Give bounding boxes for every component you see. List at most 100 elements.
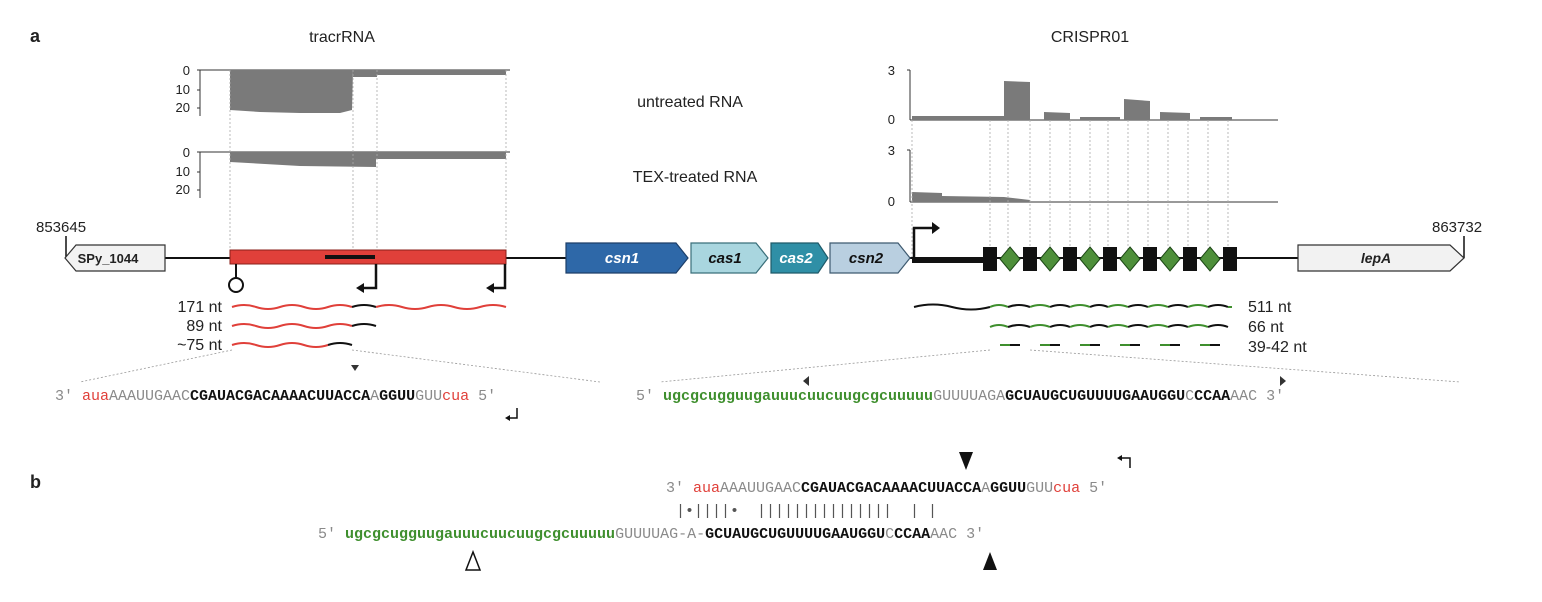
- sequence-segment: GUUUUAGA: [933, 388, 1005, 405]
- crispr-title: CRISPR01: [1051, 29, 1129, 46]
- spacer: [1159, 246, 1181, 272]
- tick-0: 0: [888, 112, 895, 127]
- repeat: [1223, 247, 1237, 271]
- sequence-segment: 5': [469, 388, 496, 405]
- tracr-sequence-a: 3' auaAAAUUGAACCGAUACGACAAAACUUACCAAGGUU…: [55, 388, 496, 405]
- seq-b-top: 3' auaAAAUUGAACCGAUACGACAAAACUUACCAAGGUU…: [666, 480, 1107, 497]
- tex-label: TEX-treated RNA: [633, 169, 758, 186]
- sequence-segment: GUU: [1026, 480, 1053, 497]
- coverage-peak-1: [230, 152, 376, 167]
- sequence-segment: CGAUACGACAAAACUUACCA: [801, 480, 981, 497]
- sequence-segment: C: [1185, 388, 1194, 405]
- sequence-segment: 5': [1080, 480, 1107, 497]
- sequence-segment: GCUAUGCUGUUUUGAAUGGU: [705, 526, 885, 543]
- cleavage-marker-icon: [1280, 376, 1286, 386]
- sequence-segment: AAC 3': [1230, 388, 1284, 405]
- transcript-label: 171 nt: [178, 299, 223, 316]
- tick-0: 0: [183, 145, 190, 160]
- tracr-tex-coverage: 0 10 20: [176, 145, 510, 198]
- crispr-array: [983, 246, 1237, 272]
- crispr-sequence-a: 5' ugcgcugguugauuucuucuugcgcuuuuuGUUUUAG…: [636, 388, 1284, 405]
- repeat: [1183, 247, 1197, 271]
- tracr-title: tracrRNA: [309, 29, 375, 46]
- sequence-segment: AAAUUGAAC: [109, 388, 190, 405]
- panel-label-b: b: [30, 472, 41, 492]
- cleavage-marker-icon: [351, 365, 359, 371]
- panel-label-a: a: [30, 26, 41, 46]
- coverage-peak-1: [230, 70, 353, 113]
- sequence-segment: cua: [442, 388, 469, 405]
- tick-20: 20: [176, 182, 190, 197]
- gene-cas2: cas2: [770, 242, 829, 274]
- terminator-icon: [228, 264, 244, 293]
- gene-label: cas1: [708, 250, 741, 267]
- seq-b-bottom: 5' ugcgcugguugauuucuucuugcgcuuuuuGUUUUAG…: [318, 526, 984, 543]
- gene-spy1044: SPy_1044: [64, 244, 166, 272]
- gene-label: lepA: [1361, 250, 1391, 266]
- tick-0: 0: [888, 194, 895, 209]
- sequence-segment: CCAA: [1194, 388, 1230, 405]
- sequence-segment: ugcgcugguugauuucuucuugcgcuuuuu: [345, 526, 615, 543]
- gene-label: SPy_1044: [78, 251, 139, 266]
- crispr-untreated-coverage: 3 0: [888, 63, 1278, 127]
- transcript-label: 39-42 nt: [1248, 339, 1307, 356]
- gene-label: cas2: [779, 250, 813, 267]
- transcript-label: 89 nt: [186, 318, 222, 335]
- gene-label: csn2: [849, 250, 884, 267]
- sequence-segment: AAC 3': [930, 526, 984, 543]
- gene-label: csn1: [605, 250, 639, 267]
- sequence-segment: ugcgcugguugauuucuucuugcgcuuuuu: [663, 388, 933, 405]
- gene-lepa: lepA: [1297, 244, 1465, 272]
- promoter-arrow-icon: [508, 408, 518, 419]
- guide-lines: [229, 70, 1229, 258]
- sequence-segment: GCUAUGCUGUUUUGAAUGGU: [1005, 388, 1185, 405]
- sequence-segment: GGUU: [379, 388, 415, 405]
- gene-csn1: csn1: [565, 242, 689, 274]
- coord-left: 853645: [36, 219, 86, 236]
- gene-csn2: csn2: [829, 242, 911, 274]
- crispr-transcripts: [913, 303, 1232, 346]
- tick-3: 3: [888, 63, 895, 78]
- tick-3: 3: [888, 143, 895, 158]
- untreated-label: untreated RNA: [637, 94, 743, 111]
- transcript-label: 511 nt: [1248, 299, 1292, 316]
- sequence-segment: AAAUUGAAC: [720, 480, 801, 497]
- sequence-segment: 3': [55, 388, 82, 405]
- coverage-peak-3: [377, 70, 506, 75]
- coverage-peak: [1004, 81, 1030, 120]
- sequence-segment: cua: [1053, 480, 1080, 497]
- promoter-arrow-icon: [912, 226, 934, 258]
- tick-10: 10: [176, 164, 190, 179]
- coverage-peak: [1124, 99, 1150, 120]
- transcript-label: 66 nt: [1248, 319, 1284, 336]
- coverage-peak-2: [376, 152, 506, 159]
- repeat: [983, 247, 997, 271]
- cleavage-arrowhead-icon: [983, 552, 997, 570]
- cleavage-arrowhead-icon: [959, 452, 973, 470]
- sequence-segment: GUU: [415, 388, 442, 405]
- crispr-tex-coverage: 3 0: [888, 143, 1278, 209]
- seq-b-pairing: |•||||• ||||||||||||||| | |: [676, 503, 937, 520]
- spacer: [1119, 246, 1141, 272]
- sequence-segment: CGAUACGACAAAACUUACCA: [190, 388, 370, 405]
- repeat: [1063, 247, 1077, 271]
- gene-cas1: cas1: [690, 242, 769, 274]
- sequence-segment: aua: [693, 480, 720, 497]
- spacer: [1079, 246, 1101, 272]
- coverage-peak: [912, 192, 1030, 202]
- repeat: [1023, 247, 1037, 271]
- sequence-segment: 5': [636, 388, 663, 405]
- tracr-untreated-coverage: 0 10 20: [176, 63, 510, 116]
- sequence-segment: aua: [82, 388, 109, 405]
- zoom-lines: [79, 349, 1461, 383]
- promoter-arrow-icon: [1120, 457, 1131, 468]
- spacer: [1199, 246, 1221, 272]
- promoter-arrow-icon: [360, 264, 378, 290]
- sequence-segment: CCAA: [894, 526, 930, 543]
- repeat: [1103, 247, 1117, 271]
- tick-0: 0: [183, 63, 190, 78]
- cleavage-marker-icon: [803, 376, 809, 386]
- sequence-segment: 5': [318, 526, 345, 543]
- repeat: [1143, 247, 1157, 271]
